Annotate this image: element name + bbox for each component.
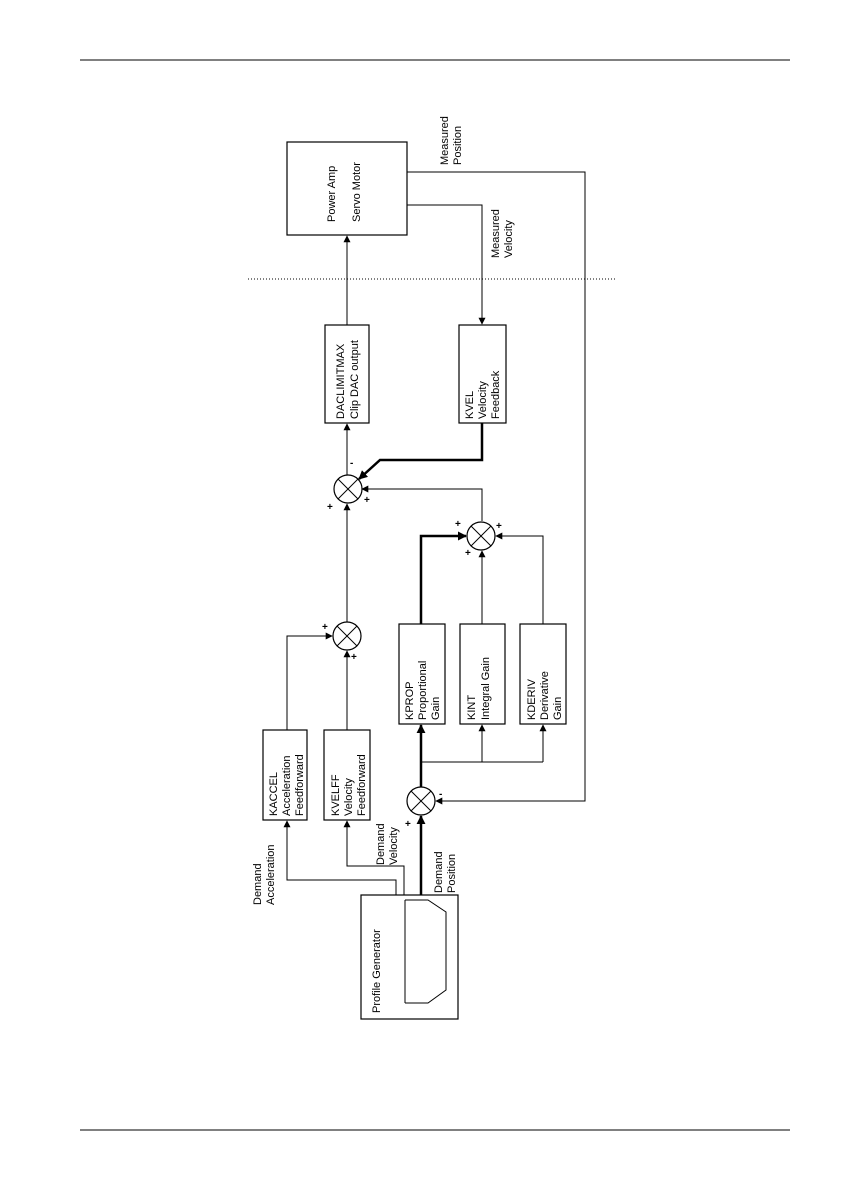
- svg-text:Demand: Demand: [375, 823, 387, 865]
- svg-text:Velocity: Velocity: [503, 220, 515, 258]
- block-label: KVEL: [464, 391, 476, 419]
- svg-text:Measured: Measured: [439, 116, 451, 165]
- measured-velocity-wire: [407, 204, 486, 325]
- block-label: Profile Generator: [371, 929, 383, 1013]
- block-label: Velocity: [477, 381, 489, 419]
- kvel-output-wire: [358, 423, 484, 480]
- block-label: KPROP: [404, 681, 416, 720]
- block-label: Feedforward: [294, 754, 306, 816]
- summing-junction-output: [333, 474, 363, 504]
- sign-plus: +: [364, 495, 370, 506]
- block-label: Feedback: [490, 370, 502, 419]
- trapezoid-profile-icon: [405, 899, 447, 1004]
- demand-velocity-label: Demand Velocity: [375, 823, 400, 865]
- kvel-block: KVEL Velocity Feedback: [458, 324, 507, 424]
- kprop-output-wire: [419, 531, 467, 624]
- kaccel-output-wire: [286, 632, 333, 730]
- pid-output-wire: [361, 485, 483, 521]
- block-label: Clip DAC output: [349, 340, 361, 419]
- svg-text:Acceleration: Acceleration: [265, 844, 277, 905]
- measured-position-wire: [407, 171, 586, 805]
- block-label: Gain: [552, 697, 564, 720]
- svg-text:Demand: Demand: [252, 863, 264, 905]
- measured-position-label: Measured Position: [439, 116, 464, 165]
- kaccel-block: KACCEL Acceleration Feedforward: [262, 729, 308, 821]
- svg-text:Position: Position: [452, 126, 464, 165]
- demand-acceleration-label: Demand Acceleration: [252, 844, 277, 905]
- sign-plus: +: [405, 819, 411, 830]
- block-label: Gain: [430, 697, 442, 720]
- svg-text:Demand: Demand: [433, 851, 445, 893]
- block-label: Feedforward: [356, 754, 368, 816]
- sign-plus: +: [327, 502, 333, 513]
- block-label: Integral Gain: [480, 657, 492, 720]
- sign-plus: +: [455, 519, 461, 530]
- block-label: KVELFF: [330, 774, 342, 816]
- block-label: Proportional: [417, 661, 429, 720]
- measured-velocity-label: Measured Velocity: [490, 209, 515, 258]
- sign-plus: +: [496, 521, 502, 532]
- daclimitmax-block: DACLIMITMAX Clip DAC output: [324, 324, 370, 424]
- summing-junction-feedforward: [332, 621, 362, 651]
- summing-junction-pid: [466, 521, 496, 551]
- block-label: KACCEL: [268, 772, 280, 816]
- block-label: Derivative: [539, 671, 551, 720]
- demand-acceleration-wire: [283, 820, 397, 895]
- demand-velocity-wire: [343, 820, 405, 895]
- svg-text:Position: Position: [446, 854, 458, 893]
- demand-position-label: Demand Position: [433, 851, 458, 893]
- sign-minus: -: [439, 789, 442, 800]
- kderiv-output-wire: [495, 532, 544, 624]
- svg-text:Measured: Measured: [490, 209, 502, 258]
- block-label: KINT: [466, 695, 478, 720]
- block-label: Servo Motor: [351, 162, 363, 222]
- block-label: DACLIMITMAX: [335, 343, 347, 419]
- power-amp-servo-motor-block: Power Amp Servo Motor: [286, 141, 408, 236]
- kint-block: KINT Integral Gain: [459, 623, 506, 725]
- block-label: Acceleration: [281, 755, 293, 816]
- summing-junction-error: [406, 786, 436, 816]
- block-label: KDERIV: [526, 678, 538, 720]
- profile-generator-block: Profile Generator: [360, 894, 459, 1020]
- block-label: Power Amp: [326, 166, 338, 222]
- svg-text:Velocity: Velocity: [388, 827, 400, 865]
- kvelff-block: KVELFF Velocity Feedforward: [323, 729, 371, 821]
- sign-plus: +: [322, 622, 328, 633]
- sign-plus: +: [465, 548, 471, 559]
- sign-plus: +: [351, 652, 357, 663]
- kprop-block: KPROP Proportional Gain: [398, 623, 446, 725]
- sign-minus: -: [350, 458, 353, 469]
- kderiv-block: KDERIV Derivative Gain: [519, 623, 567, 725]
- block-label: Velocity: [343, 778, 355, 816]
